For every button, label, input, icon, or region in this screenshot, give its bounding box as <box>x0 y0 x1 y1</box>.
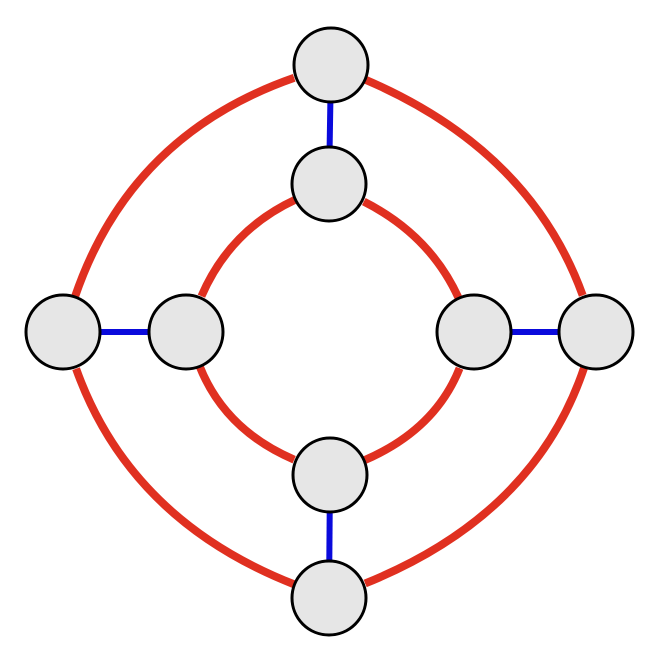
node-outer-top <box>292 26 370 104</box>
directed-edge-outer-right-to-outer-bottom <box>363 365 589 588</box>
node-outer-bottom <box>290 559 368 637</box>
directed-edge-inner-left-to-inner-bottom <box>195 364 296 464</box>
directed-edge-outer-top-to-outer-right <box>363 75 587 297</box>
directed-edges <box>71 74 589 589</box>
node-circle <box>290 559 368 637</box>
node-inner-left <box>147 293 225 371</box>
node-outer-right <box>557 293 635 371</box>
node-circle <box>291 436 369 514</box>
node-circle <box>557 293 635 371</box>
directed-edge-inner-right-to-inner-top <box>362 198 463 300</box>
node-circle <box>24 293 102 371</box>
nodes <box>24 26 635 637</box>
directed-edge-inner-bottom-to-inner-right <box>362 366 464 465</box>
node-circle <box>435 293 513 371</box>
undirected-edges <box>63 64 596 599</box>
directed-edge-outer-bottom-to-outer-left <box>72 367 297 589</box>
node-inner-right <box>435 293 513 371</box>
directed-edge-outer-left-to-outer-top <box>71 74 296 299</box>
node-circle <box>147 293 225 371</box>
node-circle <box>292 26 370 104</box>
node-circle <box>290 145 368 223</box>
node-outer-left <box>24 293 102 371</box>
directed-edge-inner-top-to-inner-left <box>197 195 298 298</box>
node-inner-top <box>290 145 368 223</box>
node-inner-bottom <box>291 436 369 514</box>
